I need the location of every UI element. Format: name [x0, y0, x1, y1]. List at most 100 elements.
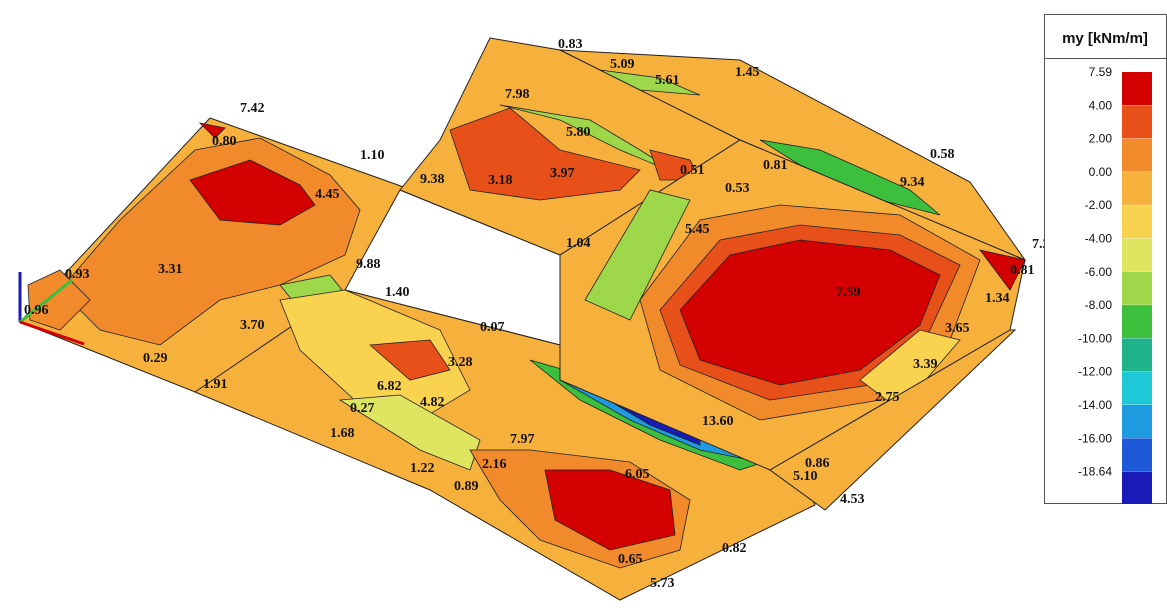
legend-swatch: [1122, 471, 1152, 504]
legend-swatch: [1122, 371, 1152, 405]
value-label: 7.98: [505, 87, 530, 102]
value-label: 3.70: [240, 318, 265, 333]
x-axis-line: [19, 320, 85, 346]
legend-label: -12.00: [1078, 365, 1112, 379]
contour-band: [198, 122, 226, 139]
value-label: 7.97: [510, 432, 535, 447]
legend-label: 7.59: [1089, 65, 1113, 79]
value-label: 1.40: [385, 285, 410, 300]
value-label: 4.53: [840, 492, 865, 507]
value-label: 5.61: [655, 73, 680, 88]
value-label: 4.82: [420, 395, 445, 410]
axis-triad: [18, 272, 85, 346]
legend-label: -2.00: [1085, 198, 1113, 212]
legend-label: 2.00: [1089, 132, 1113, 146]
value-label: 0.81: [1010, 263, 1035, 278]
value-label: 1.34: [985, 291, 1010, 306]
value-label: 5.45: [685, 222, 710, 237]
value-label: 1.91: [203, 377, 228, 392]
legend-swatch: [1122, 338, 1152, 372]
value-label: 0.07: [480, 320, 505, 335]
value-label: 9.34: [900, 175, 925, 190]
value-label: 3.18: [488, 173, 513, 188]
value-label: 0.53: [725, 181, 750, 196]
legend-label: -4.00: [1085, 232, 1113, 246]
value-label: 1.68: [330, 426, 355, 441]
contour-band: [859, 329, 961, 411]
value-label: 6.05: [625, 467, 650, 482]
value-label: 1.10: [360, 148, 385, 163]
value-label: 9.38: [420, 172, 445, 187]
value-label: 5.10: [793, 469, 818, 484]
right-lower-strip-base: [769, 329, 1017, 511]
value-label: 0.81: [763, 158, 788, 173]
top-right-strip: [559, 49, 1027, 262]
value-label: 0.80: [212, 134, 237, 149]
contour-band: [279, 289, 471, 421]
value-label: 0.58: [930, 147, 955, 162]
value-label: 0.82: [722, 541, 747, 556]
value-label: 0.29: [143, 351, 168, 366]
legend-title-box: [1044, 14, 1167, 59]
legend-swatch: [1122, 238, 1152, 272]
value-label: 0.83: [558, 37, 583, 52]
value-label: 3.97: [550, 166, 575, 181]
right-lower-strip: [769, 329, 1017, 511]
value-labels: 0.83 5.09 5.61 1.45 7.98 5.80 0.58 7.42 …: [24, 37, 1057, 591]
contour-band: [449, 107, 641, 201]
value-label: 13.60: [702, 414, 734, 429]
value-label: 0.51: [680, 163, 705, 178]
value-label: 0.27: [350, 401, 375, 416]
value-label: 5.73: [650, 576, 675, 591]
legend-swatch: [1122, 105, 1152, 139]
legend-swatch: [1122, 271, 1152, 305]
value-label: 7.59: [836, 285, 861, 300]
legend-label: 0.00: [1089, 165, 1113, 179]
legend-swatch: [1122, 72, 1152, 105]
value-label: 7.42: [240, 101, 265, 116]
contour-band: [599, 69, 701, 96]
legend-swatch: [1122, 438, 1152, 472]
legend-swatch: [1122, 138, 1152, 172]
value-label: 3.65: [945, 321, 970, 336]
legend-label: -14.00: [1078, 398, 1112, 412]
value-label: 0.96: [24, 303, 49, 318]
value-label: 0.93: [65, 267, 90, 282]
contour-band: [369, 339, 451, 381]
value-label: 1.22: [410, 461, 435, 476]
legend-title: my [kNm/m]: [1062, 30, 1148, 47]
value-label: 5.09: [610, 57, 635, 72]
legend-label: 4.00: [1089, 98, 1113, 112]
value-label: 2.75: [875, 390, 900, 405]
value-label: 6.82: [377, 379, 402, 394]
value-label: 1.04: [566, 236, 591, 251]
legend-label: -8.00: [1085, 298, 1113, 312]
legend-label: -18.64: [1078, 465, 1112, 479]
value-label: 0.65: [618, 552, 643, 567]
right-slab: [559, 139, 1026, 471]
contour-band: [544, 469, 676, 551]
value-label: 0.89: [454, 479, 479, 494]
legend-label: -10.00: [1078, 331, 1112, 345]
legend-swatch: [1122, 405, 1152, 438]
value-label: 2.16: [482, 457, 507, 472]
legend-label: -16.00: [1078, 431, 1112, 445]
value-label: 4.45: [315, 187, 340, 202]
contour-band: [979, 249, 1026, 291]
value-label: 3.28: [448, 355, 473, 370]
value-label: 9.88: [356, 257, 381, 272]
value-label: 3.31: [158, 262, 183, 277]
value-label: 3.39: [913, 357, 938, 372]
value-label: 5.80: [566, 125, 591, 140]
contour-band: [189, 159, 316, 226]
upper-center-slab: [399, 37, 742, 256]
y-axis-line: [19, 278, 73, 324]
value-label: 1.45: [735, 65, 760, 80]
legend-swatch: [1122, 305, 1152, 339]
value-label: 0.86: [805, 456, 830, 471]
legend-label: -6.00: [1085, 265, 1113, 279]
contour-band: [584, 189, 691, 321]
color-legend: my [kNm/m] 7.59 4.00 2.00 0.00 -2.00 -4.00 -6.…: [1044, 14, 1167, 504]
legend-swatch: [1122, 171, 1152, 205]
